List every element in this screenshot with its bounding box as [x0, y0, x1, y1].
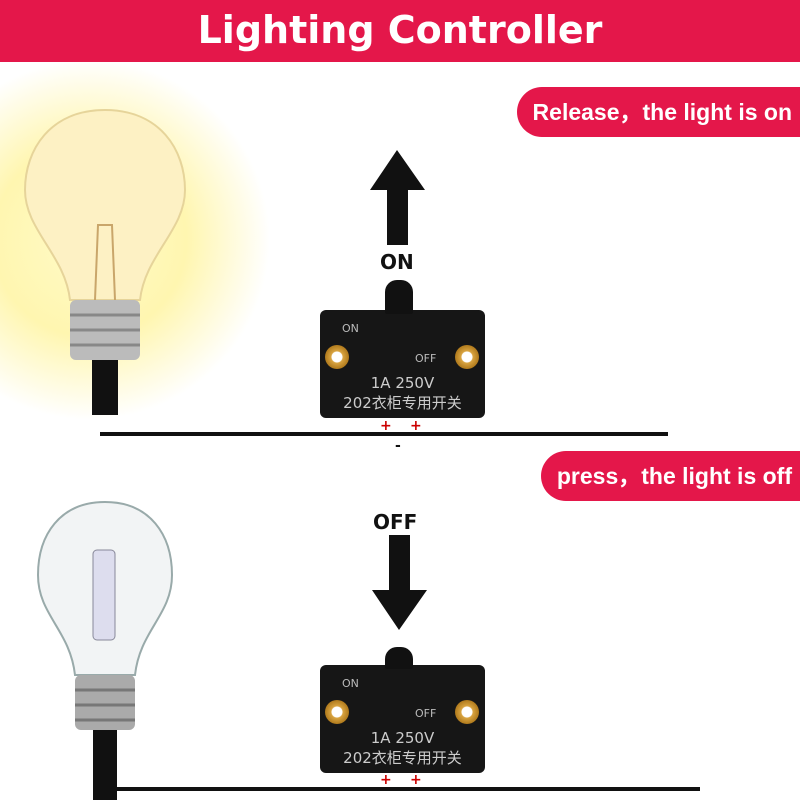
wire: [100, 432, 668, 436]
light-bulb-on-icon: [23, 108, 187, 415]
switch-off-label: OFF: [415, 352, 437, 365]
screw-terminal: [455, 700, 479, 724]
switch-on-label: ON: [342, 677, 359, 690]
caption-pill: Release，the light is on: [516, 87, 800, 137]
screw-terminal: [455, 345, 479, 369]
screw-terminal: [325, 700, 349, 724]
caption-pill: press，the light is off: [540, 451, 800, 501]
switch-model: 202衣柜专用开关: [343, 749, 462, 767]
switch-plunger[interactable]: [385, 647, 413, 669]
on-label: ON: [380, 250, 414, 274]
switch-off-label: OFF: [415, 707, 437, 720]
switch-rating: 1A 250V: [370, 374, 435, 392]
microswitch[interactable]: ON OFF 1A 250V 202衣柜专用开关: [320, 647, 485, 773]
arrow-up-icon: [370, 150, 425, 245]
plus-sign: +: [380, 418, 392, 434]
light-bulb-off-icon: [36, 500, 174, 800]
switch-rating: 1A 250V: [370, 729, 435, 747]
switch-plunger[interactable]: [385, 280, 413, 314]
switch-model: 202衣柜专用开关: [343, 394, 462, 412]
minus-sign: -: [395, 438, 401, 454]
screw-terminal: [325, 345, 349, 369]
wire: [95, 787, 700, 791]
switch-on-label: ON: [342, 322, 359, 335]
plus-sign: +: [410, 772, 422, 788]
microswitch[interactable]: ON OFF 1A 250V 202衣柜专用开关: [320, 280, 485, 418]
off-label: OFF: [373, 510, 418, 534]
title-banner: Lighting Controller: [0, 0, 800, 62]
plus-sign: +: [380, 772, 392, 788]
plus-sign: +: [410, 418, 422, 434]
arrow-down-icon: [372, 535, 427, 630]
